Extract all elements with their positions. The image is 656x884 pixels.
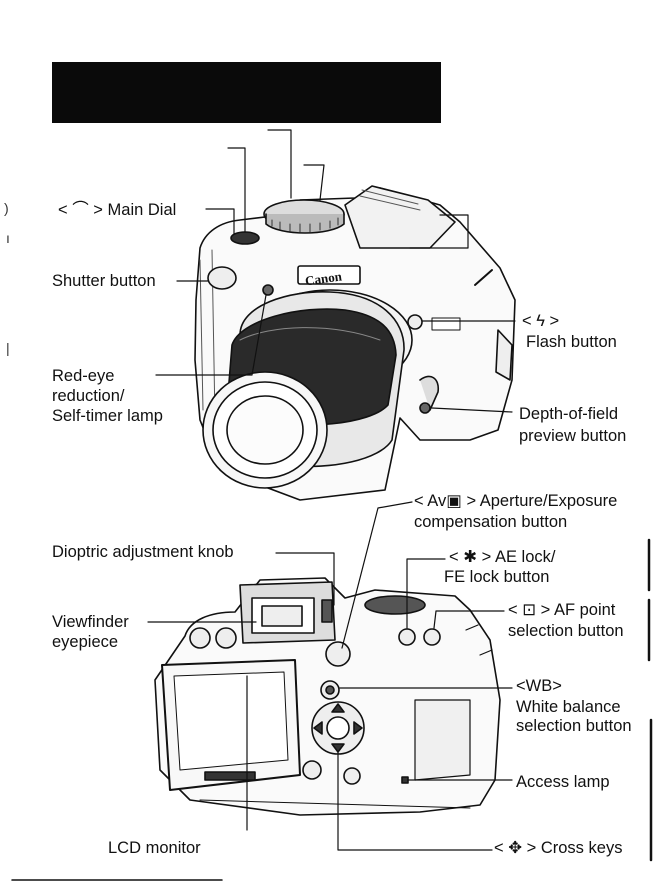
label-flash-button: Flash button	[526, 333, 617, 351]
label-redeye-2: reduction/	[52, 387, 125, 405]
label-ae-2: FE lock button	[444, 568, 550, 586]
label-redeye-1: Red-eye	[52, 367, 115, 385]
leader-lines	[147, 129, 516, 851]
brand-badge-text: Canon	[304, 268, 343, 288]
label-lcd-monitor: LCD monitor	[108, 839, 201, 857]
label-main-dial: < ⌒ > Main Dial	[58, 201, 177, 219]
label-flash-symbol: < ϟ >	[522, 312, 560, 330]
label-viewfinder-2: eyepiece	[52, 633, 119, 651]
label-dof-2: preview button	[519, 427, 627, 445]
label-dioptric: Dioptric adjustment knob	[52, 543, 234, 561]
edge-mark: )	[4, 200, 9, 216]
label-cross-keys: < ✥ > Cross keys	[494, 839, 623, 857]
label-viewfinder-1: Viewfinder	[52, 613, 129, 631]
label-dof-1: Depth-of-field	[519, 405, 619, 423]
camera-front-drawing	[194, 185, 516, 501]
camera-back-drawing	[154, 577, 501, 816]
label-redeye-3: Self-timer lamp	[52, 407, 163, 425]
label-wb-1: <WB>	[516, 677, 562, 695]
edge-mark: ı	[6, 230, 10, 246]
label-av-1: < Av▣ > Aperture/Exposure	[414, 492, 618, 510]
label-af-2: selection button	[508, 622, 624, 640]
label-shutter-button: Shutter button	[52, 272, 156, 290]
label-av-2: compensation button	[414, 513, 568, 531]
edge-mark: |	[6, 340, 10, 356]
label-af-1: < ⊡ > AF point	[508, 601, 616, 619]
label-wb-2: White balance	[516, 698, 621, 716]
label-access-lamp: Access lamp	[516, 773, 610, 791]
label-wb-3: selection button	[516, 717, 632, 735]
label-ae-1: < ✱ > AE lock/	[449, 548, 556, 566]
title-bar	[52, 62, 441, 123]
